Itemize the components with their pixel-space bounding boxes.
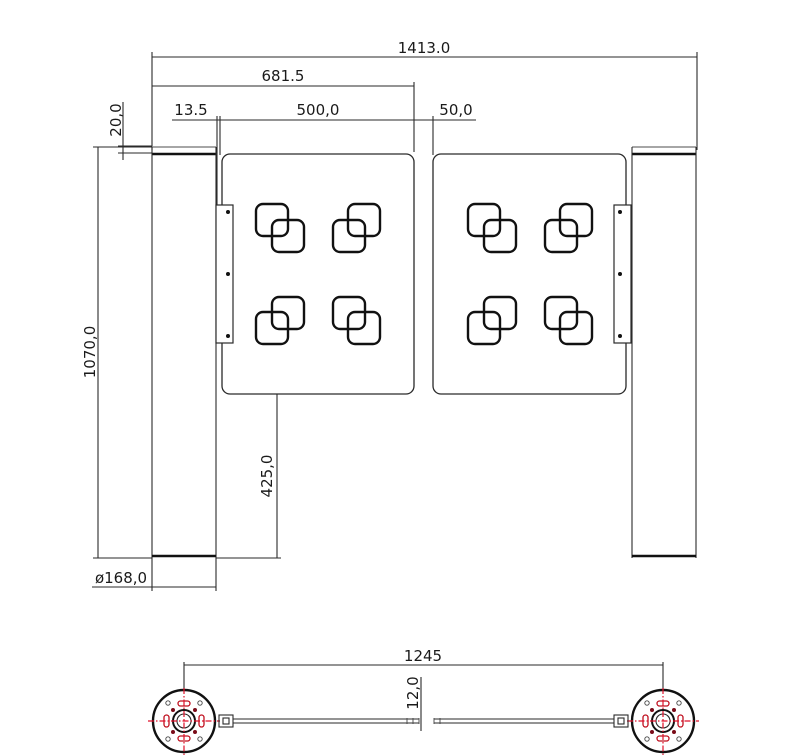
- overlapping-squares-icon: [543, 202, 594, 254]
- dim-label-500: 500,0: [297, 101, 340, 119]
- right-panel-plan: [433, 718, 614, 724]
- left-panel-plan: [233, 718, 420, 724]
- dim-label-20: 20,0: [107, 103, 125, 136]
- overlapping-squares-icon: [331, 295, 382, 346]
- dim-label-12: 12,0: [404, 676, 422, 709]
- left-pillar: [151, 146, 217, 558]
- dim-label-681: 681.5: [262, 67, 305, 85]
- dim-gate-row: 13.5 500,0 50,0: [172, 101, 476, 205]
- right-panel-motifs: [466, 202, 594, 346]
- left-hinge-bracket: [215, 204, 234, 344]
- left-clamp: [218, 714, 234, 728]
- dim-label-1070: 1070,0: [81, 326, 99, 379]
- dim-overall-width: 1413.0: [151, 39, 698, 150]
- dim-total-height: 1070,0: [81, 146, 152, 559]
- overlapping-squares-icon: [254, 202, 306, 254]
- dim-label-425: 425,0: [258, 455, 276, 498]
- overlapping-squares-icon: [254, 295, 306, 346]
- dim-bottom-clearance: 425,0: [216, 394, 281, 559]
- overlapping-squares-icon: [331, 202, 382, 254]
- right-hinge-bracket: [613, 204, 632, 344]
- dim-label-overall-width: 1413.0: [398, 39, 451, 57]
- dim-label-diameter: ø168,0: [95, 569, 147, 587]
- left-base-plate: [148, 688, 234, 755]
- overlapping-squares-icon: [466, 202, 518, 254]
- right-clamp: [613, 714, 629, 728]
- dim-label-1245: 1245: [404, 647, 442, 665]
- plan-view: 1245 12,0: [148, 647, 699, 755]
- dim-center-distance: 1245: [183, 647, 664, 692]
- dim-pillar-to-gate-end: 681.5: [152, 67, 415, 152]
- dim-pillar-diameter: ø168,0: [92, 558, 217, 591]
- right-gate-panel: [432, 153, 632, 395]
- dim-label-50: 50,0: [439, 101, 472, 119]
- right-pillar: [631, 146, 697, 558]
- dim-top-cap: 20,0: [107, 102, 152, 160]
- dim-label-13-5: 13.5: [174, 101, 207, 119]
- front-view: 1413.0 681.5 13.5 500,0 50,0 20,0: [81, 39, 698, 591]
- overlapping-squares-icon: [543, 295, 594, 346]
- left-panel-motifs: [254, 202, 382, 346]
- overlapping-squares-icon: [466, 295, 518, 346]
- right-base-plate: [613, 688, 699, 755]
- dim-panel-thickness: 12,0: [404, 676, 422, 731]
- left-gate-panel: [215, 153, 415, 395]
